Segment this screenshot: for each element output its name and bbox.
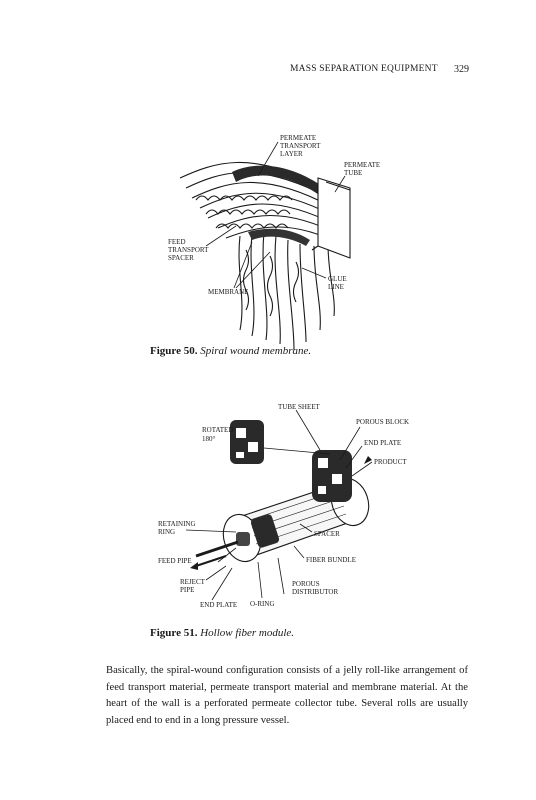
label-tube-sheet: TUBE SHEET	[278, 403, 321, 411]
label-end-plate-right: END PLATE	[364, 439, 401, 447]
label-permeate-tube-1: PERMEATE	[344, 161, 380, 169]
label-retaining-1: RETAINING	[158, 520, 196, 528]
figure-50-caption-text: Spiral wound membrane.	[200, 345, 312, 357]
label-product: PRODUCT	[374, 458, 407, 466]
label-permeate-transport-2: TRANSPORT	[280, 142, 321, 150]
label-spacer: SPACER	[314, 530, 340, 538]
membrane-band	[232, 165, 330, 200]
rotated-end-cap	[230, 420, 264, 464]
label-permeate-tube-2: TUBE	[344, 169, 362, 177]
label-glue-1: GLUE	[328, 275, 347, 283]
label-glue-2: LINE	[328, 283, 344, 291]
feed-pipe	[195, 540, 239, 558]
figure-50-number: Figure 50.	[150, 345, 198, 357]
label-porous-block: POROUS BLOCK	[356, 418, 409, 426]
label-end-plate-bottom: END PLATE	[200, 601, 237, 609]
permeate-tube	[311, 177, 351, 259]
label-reject-2: PIPE	[180, 586, 194, 594]
fig50-leaders	[205, 141, 346, 289]
fig51-leaders	[185, 409, 373, 601]
label-rotated-1: ROTATED	[202, 426, 233, 434]
label-rotated-2: 180°	[202, 435, 216, 443]
right-end-plate	[312, 450, 352, 502]
label-permeate-transport-1: PERMEATE	[280, 134, 316, 142]
label-feed-pipe: FEED PIPE	[158, 557, 192, 565]
label-porous-distributor-1: POROUS	[292, 580, 320, 588]
figure-50-caption: Figure 50. Spiral wound membrane.	[150, 345, 311, 357]
label-feed-spacer-3: SPACER	[168, 254, 194, 262]
body-text: Basically, the spiral-wound configuratio…	[106, 665, 468, 726]
label-feed-spacer-2: TRANSPORT	[168, 246, 209, 254]
label-porous-distributor-2: DISTRIBUTOR	[292, 588, 338, 596]
figure-51-caption: Figure 51. Hollow fiber module.	[150, 627, 294, 639]
page-number: 329	[454, 64, 469, 75]
running-head: MASS SEPARATION EQUIPMENT	[290, 64, 438, 74]
label-reject-1: REJECT	[180, 578, 206, 586]
body-paragraph: Basically, the spiral-wound configuratio…	[106, 663, 468, 729]
label-o-ring: O-RING	[250, 600, 275, 608]
label-fiber-bundle: FIBER BUNDLE	[306, 556, 356, 564]
figure-51-hollow-fiber-diagram	[185, 409, 373, 601]
figure-51-caption-text: Hollow fiber module.	[200, 627, 295, 639]
end-cap-detail	[236, 514, 280, 548]
figure-51-number: Figure 51.	[150, 627, 198, 639]
reject-pipe	[195, 555, 227, 567]
label-retaining-2: RING	[158, 528, 175, 536]
label-permeate-transport-3: LAYER	[280, 150, 303, 158]
label-feed-spacer-1: FEED	[168, 238, 186, 246]
feed-arrow-icon	[190, 562, 198, 570]
product-arrow-icon	[364, 456, 372, 464]
membrane-band-lower	[248, 228, 310, 246]
label-membrane: MEMBRANE	[208, 288, 248, 296]
